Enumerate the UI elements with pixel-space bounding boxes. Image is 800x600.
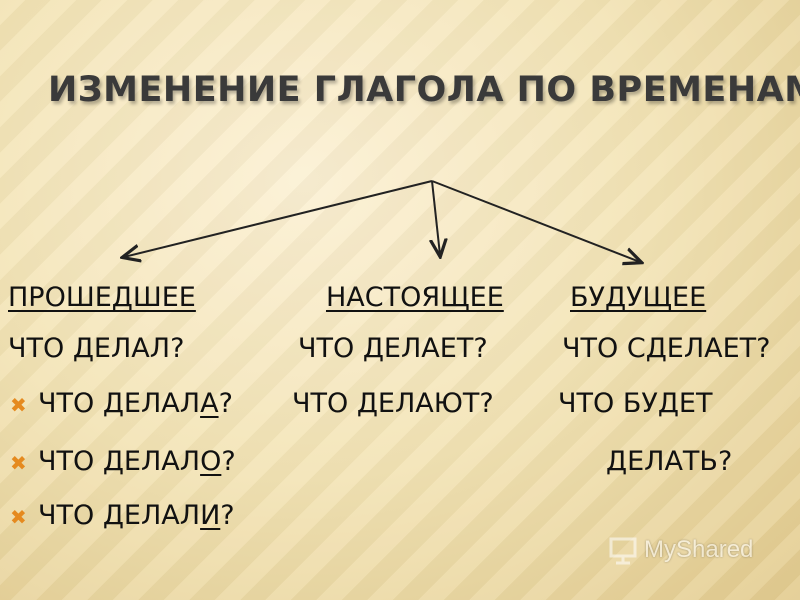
presentation-board-icon (609, 537, 637, 565)
heading-past: ПРОШЕДШЕЕ (8, 282, 196, 313)
ending-a: А (200, 388, 219, 419)
past-question-2: ЧТО ДЕЛАЛА? (38, 388, 233, 419)
x-bullet-icon: ✖ (10, 393, 27, 417)
arrow-past (124, 180, 433, 257)
heading-present: НАСТОЯЩЕЕ (326, 282, 504, 313)
watermark-text: MyShared (644, 536, 754, 563)
ending-o: О (200, 446, 222, 477)
past-question-1: ЧТО ДЕЛАЛ? (8, 333, 185, 364)
future-question-2-line2: ДЕЛАТЬ? (606, 446, 733, 477)
heading-future: БУДУЩЕЕ (570, 282, 707, 313)
present-question-1: ЧТО ДЕЛАЕТ? (298, 333, 488, 364)
present-question-2: ЧТО ДЕЛАЮТ? (292, 388, 494, 419)
x-bullet-icon: ✖ (10, 505, 27, 529)
future-question-1: ЧТО СДЕЛАЕТ? (562, 333, 771, 364)
ending-i: И (200, 500, 221, 531)
past-question-3: ЧТО ДЕЛАЛО? (38, 446, 236, 477)
past-question-4: ЧТО ДЕЛАЛИ? (38, 500, 235, 531)
arrow-future (431, 180, 640, 262)
arrow-present (432, 180, 440, 255)
future-question-2-line1: ЧТО БУДЕТ (558, 388, 713, 419)
x-bullet-icon: ✖ (10, 451, 27, 475)
watermark: MyShared (608, 535, 753, 565)
slide-title: ИЗМЕНЕНИЕ ГЛАГОЛА ПО ВРЕМЕНАМ (48, 70, 800, 110)
